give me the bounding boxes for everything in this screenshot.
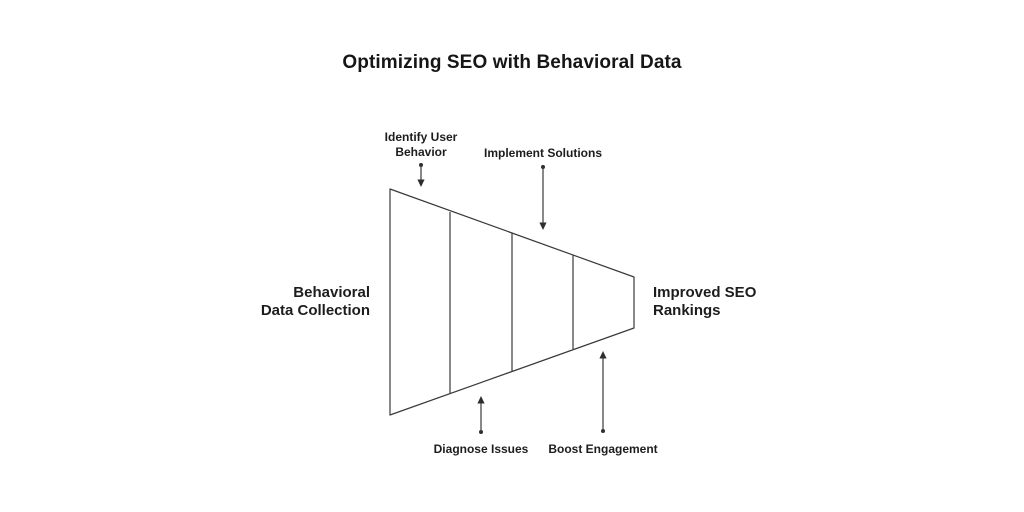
arrowhead-down-icon	[417, 179, 425, 187]
diagram-title: Optimizing SEO with Behavioral Data	[342, 52, 682, 73]
callout-label-line: Identify User	[384, 130, 458, 144]
arrow-diagnose-issues	[477, 396, 485, 434]
callout-implement-solutions: Implement Solutions	[458, 146, 628, 161]
output-label-line: Improved SEO	[653, 284, 757, 301]
callout-label-line: Behavior	[395, 145, 447, 159]
callout-label-line: Boost Engagement	[548, 442, 658, 456]
callout-boost-engagement: Boost Engagement	[518, 442, 688, 457]
funnel-input-label: Behavioral Data Collection	[170, 284, 370, 320]
arrow-boost-engagement	[599, 351, 607, 433]
callout-label-line: Implement Solutions	[483, 146, 602, 160]
output-label-line: Rankings	[653, 302, 721, 319]
arrowhead-up-icon	[477, 396, 485, 404]
callout-diagnose-issues: Diagnose Issues	[396, 442, 566, 457]
callout-identify-user-behavior: Identify User Behavior	[336, 130, 506, 160]
arrowhead-down-icon	[539, 222, 547, 230]
input-label-line: Data Collection	[260, 302, 370, 319]
arrow-identify-user-behavior	[417, 163, 425, 187]
callout-label-line: Diagnose Issues	[433, 442, 529, 456]
arrowhead-up-icon	[599, 351, 607, 359]
arrow-implement-solutions	[539, 165, 547, 230]
funnel-output-label: Improved SEO Rankings	[653, 284, 853, 320]
input-label-line: Behavioral	[293, 284, 370, 301]
funnel-outline	[389, 188, 635, 416]
